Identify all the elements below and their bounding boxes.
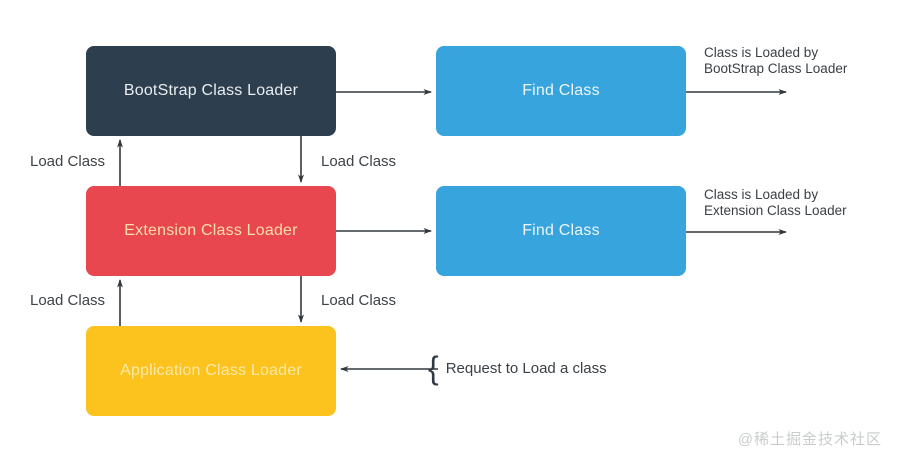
curly-brace-glyph: { — [428, 350, 439, 386]
load-class-label-bottom-left: Load Class — [30, 292, 106, 309]
annotation-loaded-by-extension: Class is Loaded by Extension Class Loade… — [704, 187, 847, 220]
node-find-class-top-label: Find Class — [522, 82, 600, 99]
annotation-loaded-by-bootstrap-line2: BootStrap Class Loader — [704, 61, 848, 77]
load-class-label-top-left: Load Class — [30, 153, 106, 170]
load-class-label-bottom-right: Load Class — [321, 292, 397, 309]
watermark-text: @稀土掘金技术社区 — [737, 431, 882, 448]
node-bootstrap-class-loader: BootStrap Class Loader — [86, 46, 336, 136]
annotation-loaded-by-extension-line2: Extension Class Loader — [704, 203, 847, 219]
node-extension-label: Extension Class Loader — [124, 222, 298, 239]
annotation-loaded-by-bootstrap-line1: Class is Loaded by — [704, 45, 819, 60]
node-find-class-middle: Find Class — [436, 186, 686, 276]
load-class-label-top-right: Load Class — [321, 153, 397, 170]
request-to-load-group: { Request to Load a class — [428, 352, 607, 384]
node-find-class-top: Find Class — [436, 46, 686, 136]
annotation-loaded-by-bootstrap: Class is Loaded by BootStrap Class Loade… — [704, 45, 847, 78]
node-application-class-loader: Application Class Loader — [86, 326, 336, 416]
annotation-loaded-by-extension-line1: Class is Loaded by — [704, 187, 819, 202]
node-find-class-middle-label: Find Class — [522, 222, 600, 239]
node-application-label: Application Class Loader — [120, 362, 302, 379]
node-bootstrap-label: BootStrap Class Loader — [123, 82, 299, 99]
request-to-load-label: Request to Load a class — [445, 359, 607, 377]
node-extension-class-loader: Extension Class Loader — [86, 186, 336, 276]
